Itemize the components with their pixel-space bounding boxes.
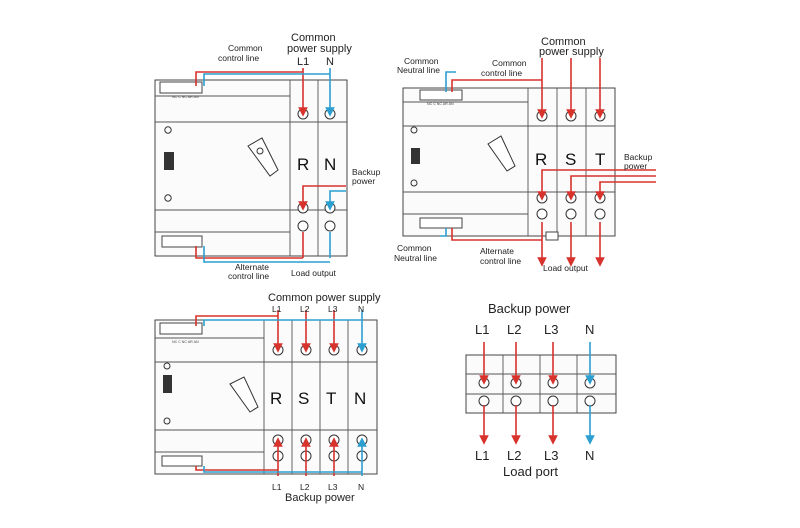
phase-label: N (326, 56, 334, 68)
label-common-power-supply: Common (291, 32, 336, 44)
terminal-strip-bottom (161, 455, 203, 467)
pole-letter: S (565, 150, 576, 169)
label-backup-power: Backup power (488, 301, 571, 316)
terminal-strip-bottom (161, 235, 203, 248)
indicator-window (163, 375, 172, 393)
label-backup-power: Backup (352, 167, 381, 177)
label-common-control-line: control line (218, 53, 259, 63)
terminal-strip-label: NC C NC AR AN (172, 95, 199, 99)
phase-label: N (358, 482, 364, 492)
operating-handle (487, 135, 516, 172)
switch-body (154, 319, 378, 475)
indicator-window (411, 148, 420, 164)
phase-label: L3 (328, 482, 338, 492)
label-backup-power: power (624, 161, 647, 171)
operating-handle (229, 376, 259, 413)
terminal-strip-label: NC C NC AR AN (427, 102, 454, 106)
phase-label: L1 (297, 56, 309, 68)
indicator-window (164, 152, 174, 170)
switch-body (154, 79, 348, 257)
label-backup-power: power (352, 176, 375, 186)
terminal-strip-bottom (419, 217, 463, 229)
label-common-control-line: Common (492, 58, 527, 68)
panel-2-pole: NC C NC AR AN R N Common control line Co… (154, 32, 381, 281)
terminal-strip-top (419, 89, 463, 101)
label-common-neutral-line: Common (397, 243, 432, 253)
label-common-power-supply: Common power supply (268, 292, 381, 304)
label-common-power-supply: power supply (287, 43, 352, 55)
panel-4-pole: NC C NC AR AN R S T N Common power suppl… (154, 292, 381, 504)
pole-letter: T (326, 389, 336, 408)
pole-letter: S (298, 389, 309, 408)
phase-label: L2 (507, 322, 521, 337)
label-common-power-supply: power supply (539, 46, 604, 58)
phase-label: L1 (475, 448, 489, 463)
phase-label: L3 (328, 304, 338, 314)
phase-label: L1 (475, 322, 489, 337)
terminal-strip-label: NC C NC AR AN (172, 340, 199, 344)
pole-letter: R (297, 155, 309, 174)
pole-letter: N (324, 155, 336, 174)
panel-3-pole: NC C NC AR AN R S T Common Neutral line … (394, 36, 656, 273)
pole-letter: N (354, 389, 366, 408)
label-common-neutral-line: Neutral line (394, 253, 437, 263)
phase-label: L3 (544, 448, 558, 463)
phase-label: L2 (300, 304, 310, 314)
phase-label: L2 (507, 448, 521, 463)
label-alternate-control-line: Alternate (480, 246, 514, 256)
label-load-output: Load output (543, 263, 589, 273)
phase-label: L2 (300, 482, 310, 492)
label-common-control-line: control line (481, 68, 522, 78)
pole-letter: R (270, 389, 282, 408)
phase-label: L1 (272, 482, 282, 492)
label-backup-power: Backup (624, 152, 653, 162)
pole-letter: T (595, 150, 605, 169)
phase-label: L3 (544, 322, 558, 337)
phase-label: L1 (272, 304, 282, 314)
phase-label: N (585, 448, 594, 463)
phase-label: N (585, 322, 594, 337)
label-load-port: Load port (503, 464, 558, 479)
operating-handle (247, 137, 279, 177)
label-common-control-line: Common (228, 43, 263, 53)
label-common-neutral-line: Neutral line (397, 65, 440, 75)
label-alternate-control-line: control line (480, 256, 521, 266)
pole-letter: R (535, 150, 547, 169)
panel-terminal-block: Backup power L1 L2 L3 N L1 L2 L3 N Load … (465, 301, 617, 479)
label-common-neutral-line: Common (404, 56, 439, 66)
label-alternate-control-line: Alternate (235, 262, 269, 272)
label-backup-power: Backup power (285, 492, 355, 504)
label-load-output: Load output (291, 268, 337, 278)
phase-label: N (358, 304, 364, 314)
terminal-strip-top (159, 81, 203, 94)
terminal-strip-top (159, 322, 203, 335)
label-alternate-control-line: control line (228, 271, 269, 281)
label-common-power-supply: Common (541, 36, 586, 48)
